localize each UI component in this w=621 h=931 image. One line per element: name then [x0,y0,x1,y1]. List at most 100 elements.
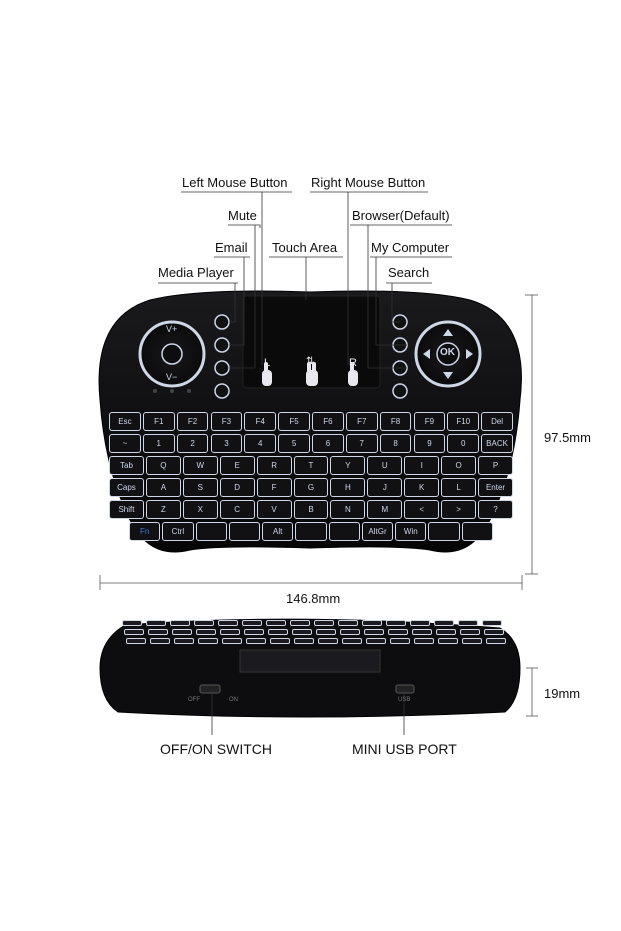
side-view-key [386,620,406,626]
side-view-key [388,629,408,635]
keyboard-key: F1 [142,412,175,431]
keyboard-key: F10 [447,412,480,431]
keyboard-key: Z [145,500,181,519]
keyboard-key: Win [395,522,427,541]
side-view-key [486,638,506,644]
keyboard-key [328,522,360,541]
keyboard-key: C [219,500,255,519]
side-view-key [342,638,362,644]
side-view-key [434,620,454,626]
side-view-key [436,629,456,635]
keyboard-key: F9 [413,412,446,431]
side-view-key [270,638,290,644]
keyboard-key: Enter [478,478,513,497]
keyboard-key: Shift [109,500,144,519]
side-view-key [220,629,240,635]
side-view-key [218,620,238,626]
power-switch [199,684,221,694]
side-view-key [222,638,242,644]
callout-right-mouse-button: Right Mouse Button [311,175,426,190]
keyboard-key: Ctrl [162,522,194,541]
led-indicator [153,389,157,393]
side-view-key [196,629,216,635]
side-view-key [124,629,144,635]
keyboard-key: K [404,478,440,497]
keyboard-key: F4 [244,412,277,431]
side-view-key [290,620,310,626]
side-view-key [362,620,382,626]
led-indicator [187,389,191,393]
keyboard-key: S [182,478,218,497]
keyboard-key: 4 [244,434,277,453]
side-view-key [414,638,434,644]
side-touch-area [239,649,381,673]
email-button [214,337,230,353]
keyboard-key: Fn [129,522,161,541]
keyboard-key: F [256,478,292,497]
side-view-key [462,638,482,644]
side-view-key [170,620,190,626]
side-view-key [390,638,410,644]
keyboard-key: ? [478,500,513,519]
keyboard-key: R [256,456,292,475]
dpad-left-icon [423,349,430,359]
side-view-key [458,620,478,626]
keyboard-key: F7 [345,412,378,431]
right-click-icon [348,362,358,386]
keyboard-key: D [219,478,255,497]
keyboard-key: 1 [142,434,175,453]
keyboard-key: 8 [379,434,412,453]
led-indicator [170,389,174,393]
side-view-key [412,629,432,635]
keyboard-key: ~ [109,434,141,453]
side-view-key [294,638,314,644]
side-view-key [244,629,264,635]
keyboard-key: U [367,456,403,475]
keyboard-key: X [182,500,218,519]
keyboard-key [295,522,327,541]
keyboard-key: 2 [176,434,209,453]
keyboard-key: Del [481,412,513,431]
keyboard-key: Alt [262,522,294,541]
keyboard-key: F2 [176,412,209,431]
keyboard-key: AltGr [361,522,394,541]
side-label-off: OFF [188,697,200,703]
side-view-key [268,629,288,635]
keyboard-key: A [145,478,181,497]
callout-off-on-switch: OFF/ON SWITCH [160,741,272,757]
side-view-key [172,629,192,635]
side-view-key [242,620,262,626]
ok-label: OK [440,347,455,358]
keyboard-key [461,522,493,541]
touchpad-left-label: L [264,357,271,369]
side-view-key [438,638,458,644]
left-mouse-button [214,383,230,399]
keyboard-key: P [478,456,513,475]
dpad-up-icon [443,329,453,336]
dpad-down-icon [443,372,453,379]
callout-left-mouse-button: Left Mouse Button [182,175,288,190]
usb-port [395,684,415,694]
touchpad-scroll-label: ⇅ [306,356,315,367]
dimension-depth: 19mm [544,686,581,701]
keyboard-key: Y [330,456,366,475]
side-view-key [198,638,218,644]
side-view-key [484,629,504,635]
side-view-key [148,629,168,635]
keyboard-key: F3 [210,412,243,431]
keyboard-key: T [293,456,329,475]
callout-email: Email [215,240,248,255]
callout-mute: Mute [228,208,257,223]
keyboard-key: > [441,500,477,519]
side-view-key [316,629,336,635]
side-view-key [460,629,480,635]
dimension-width: 146.8mm [286,591,341,606]
mute-button [214,360,230,376]
keyboard-key: H [330,478,366,497]
keyboard-key: Tab [109,456,144,475]
keyboard-key: 7 [345,434,378,453]
keyboard-key: 5 [278,434,310,453]
callout-browser: Browser(Default) [352,208,450,223]
volume-up-label: V+ [166,324,178,334]
keyboard-key: L [441,478,477,497]
